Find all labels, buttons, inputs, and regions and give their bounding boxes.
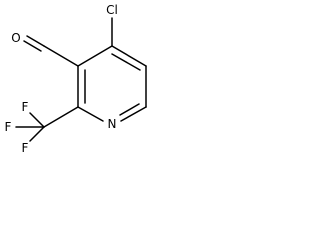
bond-c4-c5-inner — [111, 53, 141, 71]
bond-co-double-b — [23, 40, 42, 52]
bond-c4-c3 — [77, 45, 113, 67]
chemical-structure: Cl O N F F F — [5, 3, 147, 155]
atom-label-fluorine-bottom: F — [22, 141, 29, 155]
bond-c3-cho — [43, 45, 79, 67]
bond-cf3-f-bottom — [29, 126, 45, 142]
bond-n-c2 — [77, 106, 104, 122]
bond-c4-c5 — [111, 45, 147, 67]
atom-label-fluorine-left: F — [5, 120, 12, 134]
bond-co-double-a — [26, 35, 45, 47]
bond-cf3-f-top — [29, 112, 45, 128]
bond-c6-n-inner — [119, 103, 140, 116]
atom-label-oxygen: O — [11, 31, 20, 45]
bond-c6-n — [120, 106, 147, 122]
atom-label-chlorine: Cl — [106, 3, 118, 17]
atom-label-fluorine-top: F — [22, 100, 29, 114]
bond-c2-cf3 — [43, 106, 79, 128]
atom-label-nitrogen: N — [108, 117, 117, 131]
